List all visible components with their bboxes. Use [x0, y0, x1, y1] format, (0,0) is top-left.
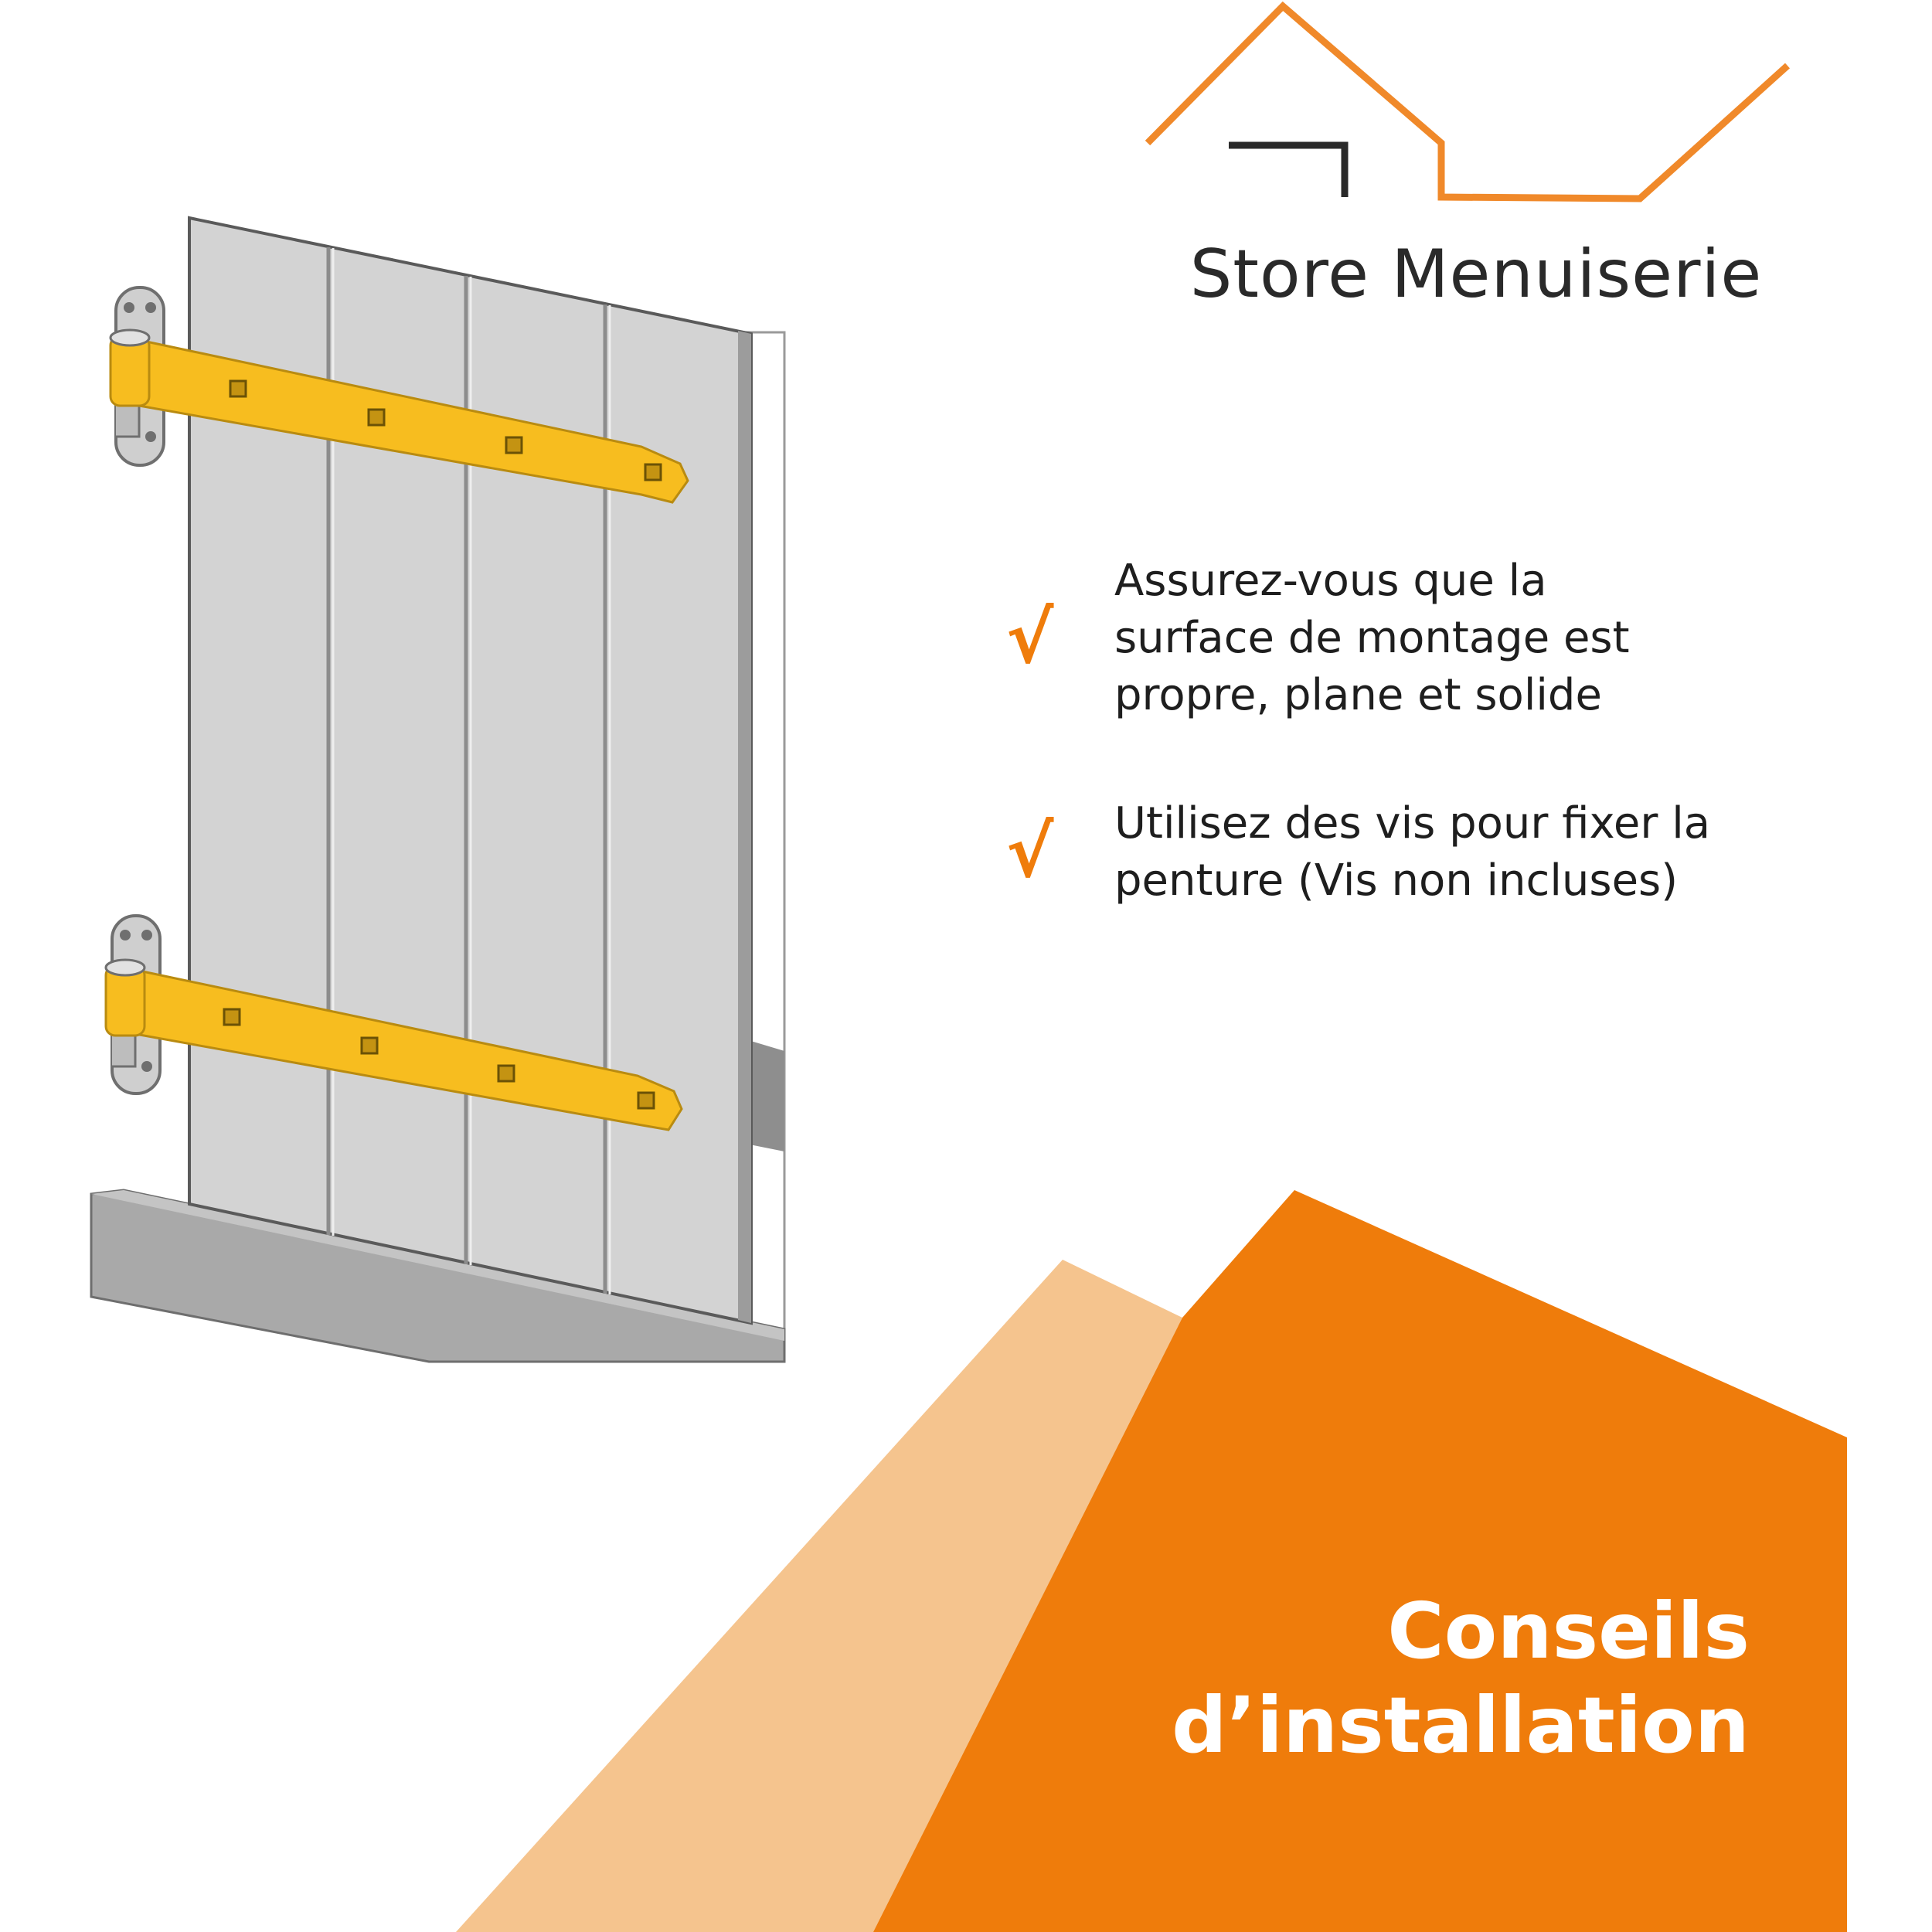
tip-text: Utilisez des vis pour fixer la penture (… [1114, 798, 1711, 906]
tip-text: Assurez-vous que la surface de montage e… [1114, 556, 1630, 720]
brand-name: Store Menuiserie [1189, 236, 1763, 313]
check-icon: √ [1006, 597, 1054, 679]
tip-item: √ Utilisez des vis pour fixer la penture… [989, 795, 1839, 910]
house-logo-icon [1145, 1, 1791, 202]
headline-line-1: Conseils [1387, 1586, 1750, 1676]
top-hinge [109, 286, 689, 504]
light-orange-band [456, 1260, 1182, 1932]
installation-tips: √ Assurez-vous que la surface de montage… [989, 553, 1839, 981]
bottom-hinge [104, 914, 683, 1131]
shutter-with-hinges-icon [90, 216, 786, 1363]
check-icon: √ [1006, 811, 1054, 893]
headline: Conseils d’installation [1054, 1584, 1750, 1773]
headline-line-2: d’installation [1172, 1680, 1750, 1770]
tip-item: √ Assurez-vous que la surface de montage… [989, 553, 1839, 724]
orange-block [873, 1190, 1847, 1932]
